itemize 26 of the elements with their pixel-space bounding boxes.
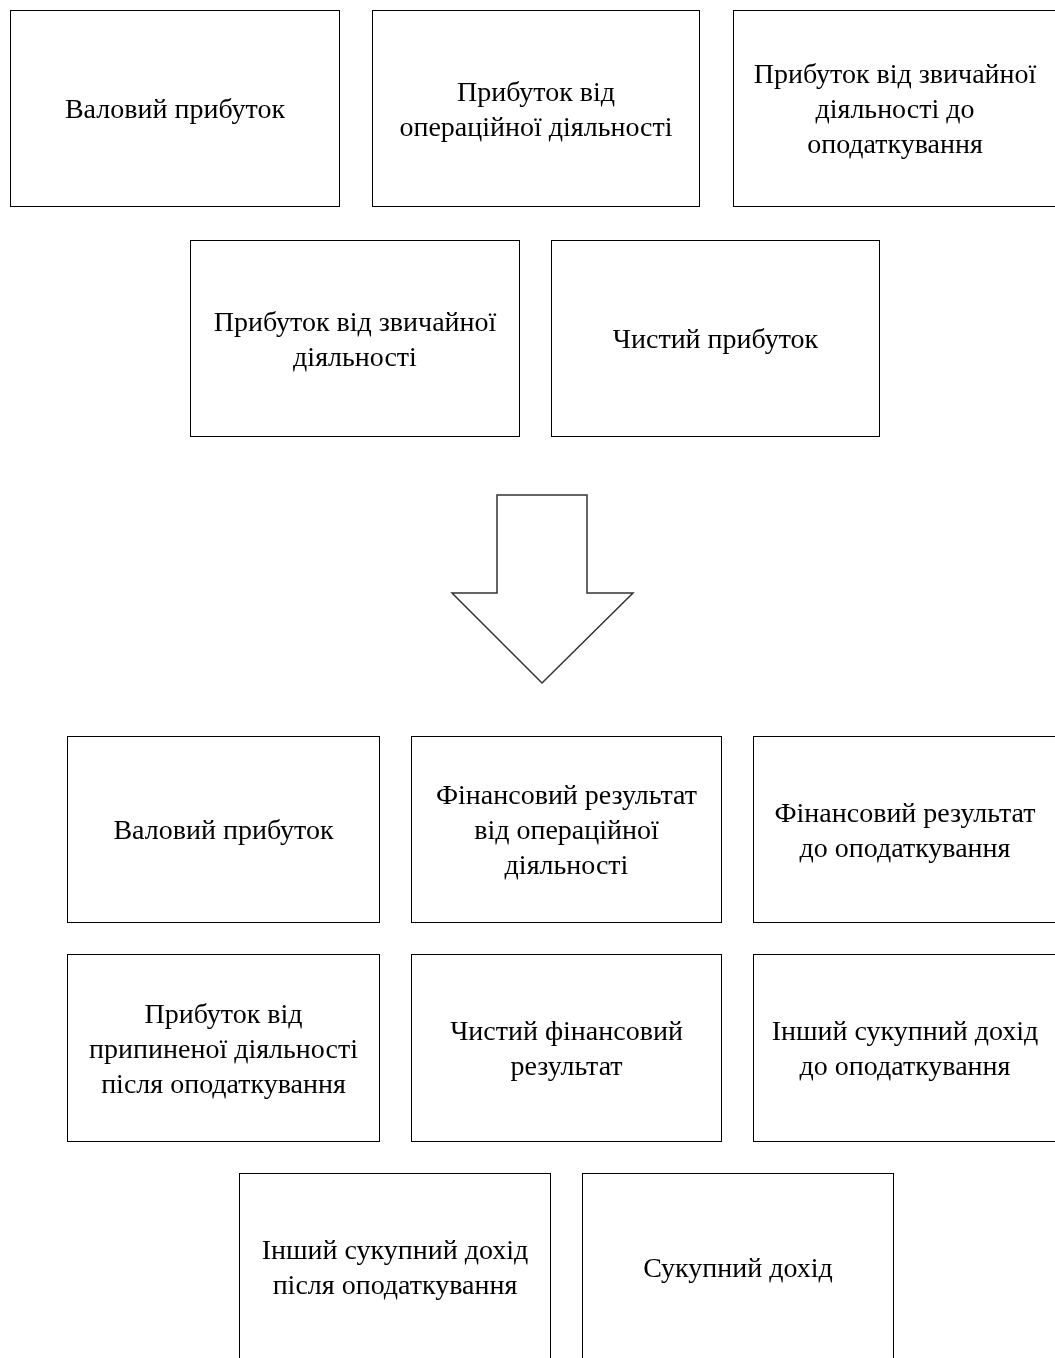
text-box <box>190 240 520 437</box>
text-box <box>67 736 380 923</box>
box-label: Чистий фінансовий результат <box>449 1014 684 1083</box>
box-label: Фінансовий результат до оподаткування <box>773 795 1037 865</box>
box-label: Чистий прибуток <box>612 322 819 356</box>
text-box <box>753 954 1055 1142</box>
box-label: Фінансовий результат від операційної діяльності <box>434 778 699 882</box>
box-label: Сукупний дохід <box>643 1250 833 1285</box>
box-label: Валовий прибуток <box>64 92 286 126</box>
text-box <box>10 10 340 207</box>
box-label: Валовий прибуток <box>113 813 334 847</box>
text-box <box>411 954 722 1142</box>
box-label: Прибуток від звичайної діяльності <box>212 304 498 374</box>
box-label: Прибуток від звичайної діяльності до оподаткування <box>752 57 1038 161</box>
text-box <box>582 1173 894 1358</box>
text-box <box>551 240 880 437</box>
text-box <box>372 10 700 207</box>
box-label: Прибуток від операційної діяльності <box>398 74 674 144</box>
text-box <box>239 1173 551 1358</box>
box-label: Прибуток від припиненої діяльності після оподаткування <box>88 996 359 1101</box>
text-box <box>411 736 722 923</box>
box-label: Інший сукупний дохід після оподаткування <box>260 1233 530 1302</box>
text-box <box>67 954 380 1142</box>
text-box <box>753 736 1055 923</box>
text-box <box>733 10 1055 207</box>
box-label: Інший сукупний дохід до оподаткування <box>770 1014 1040 1083</box>
